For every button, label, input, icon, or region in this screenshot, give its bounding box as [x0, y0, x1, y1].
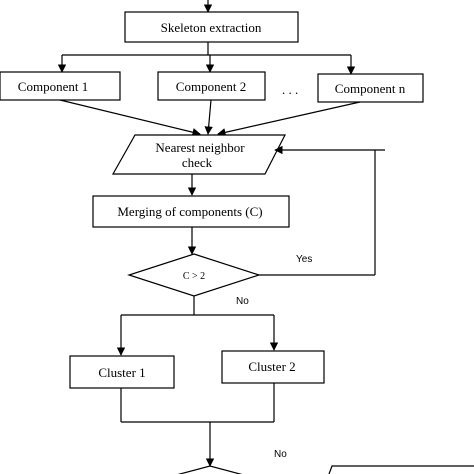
yes-label: Yes — [296, 254, 312, 265]
arrow-component-2-to-nearest — [204, 99, 213, 135]
component-n-box — [317, 73, 424, 103]
cluster-1-box — [69, 355, 175, 389]
cluster-2-box — [221, 350, 325, 384]
nearest-neighbor-check-box — [111, 134, 286, 175]
next-decision-diamond-partial — [177, 465, 243, 474]
merging-components-label: Merging of components (C) — [117, 204, 262, 219]
components-ellipsis: . . . — [282, 82, 298, 97]
component-2-box — [157, 71, 266, 101]
next-box-partial — [328, 465, 474, 474]
arrow-component-n-to-nearest — [217, 101, 361, 137]
merging-components-box — [92, 195, 290, 228]
no-label-2: No — [274, 449, 287, 460]
component-1-label: Component 1 — [18, 79, 88, 94]
no-label-1: No — [236, 296, 249, 307]
component-n-label: Component n — [335, 81, 406, 96]
cluster-2-label: Cluster 2 — [248, 359, 295, 374]
cluster-1-label: Cluster 1 — [98, 365, 145, 380]
skeleton-extraction-box — [124, 11, 299, 43]
nearest-neighbor-label-line1: Nearest neighbor — [155, 140, 245, 155]
component-1-box — [0, 71, 121, 101]
arrow-component-1-to-nearest — [59, 99, 201, 137]
skeleton-extraction-label: Skeleton extraction — [161, 20, 262, 35]
decision-c-greater-2-label: C > 2 — [183, 271, 205, 282]
nearest-neighbor-label-line2: check — [182, 155, 213, 170]
component-2-label: Component 2 — [176, 79, 246, 94]
